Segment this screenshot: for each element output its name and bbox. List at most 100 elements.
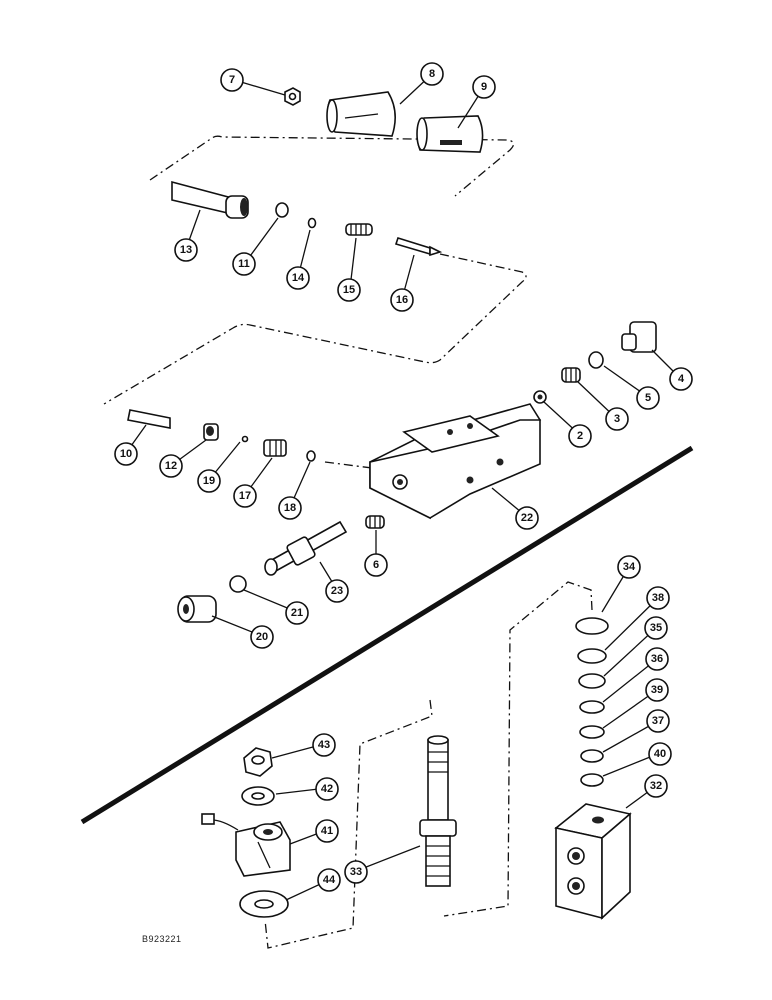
part-valve-body-22 <box>369 403 542 520</box>
callout-label: 36 <box>651 653 663 665</box>
callout-16: 16 <box>390 288 414 312</box>
part-oring-18 <box>306 450 316 462</box>
part-nut-7 <box>284 87 301 106</box>
callout-label: 40 <box>654 748 666 760</box>
callout-circle <box>636 386 660 410</box>
callout-circle <box>568 424 592 448</box>
callout-3: 3 <box>605 407 629 431</box>
callout-4: 4 <box>669 367 693 391</box>
callout-label: 17 <box>239 490 251 502</box>
callout-label: 6 <box>373 559 379 571</box>
part-spool-23 <box>264 520 348 576</box>
callout-label: 11 <box>238 258 250 270</box>
callout-label: 9 <box>481 81 487 93</box>
callout-circle <box>646 586 670 610</box>
callout-label: 14 <box>292 272 305 284</box>
callout-12: 12 <box>159 454 183 478</box>
callout-18: 18 <box>278 496 302 520</box>
part-cartridge-33 <box>419 735 457 887</box>
callout-label: 4 <box>678 373 685 385</box>
assembly-path-valve <box>264 699 433 949</box>
callout-8: 8 <box>420 62 444 86</box>
part-plug-20 <box>177 595 217 623</box>
callout-circle <box>286 266 310 290</box>
part-valve-17 <box>263 439 287 457</box>
callout-38: 38 <box>646 586 670 610</box>
part-sleeve-8 <box>326 91 396 137</box>
part-washer-44 <box>239 890 289 918</box>
part-spring-15 <box>345 223 373 236</box>
callout-circle <box>364 553 388 577</box>
callout-label: 18 <box>284 502 296 514</box>
callout-label: 23 <box>331 585 343 597</box>
callout-19: 19 <box>197 469 221 493</box>
callout-2: 2 <box>568 424 592 448</box>
callout-10: 10 <box>114 442 138 466</box>
callout-circle <box>420 62 444 86</box>
part-washer-14 <box>307 217 317 229</box>
callout-label: 43 <box>318 739 330 751</box>
callout-label: 44 <box>323 874 336 886</box>
callout-40: 40 <box>648 742 672 766</box>
callout-label: 33 <box>350 866 362 878</box>
callout-34: 34 <box>617 555 641 579</box>
part-seat-2 <box>533 390 547 404</box>
callout-14: 14 <box>286 266 310 290</box>
part-washer-42 <box>241 786 275 806</box>
callout-21: 21 <box>285 601 309 625</box>
part-sleeve-9 <box>416 115 484 153</box>
part-spring-3 <box>561 367 581 383</box>
callout-circle <box>515 506 539 530</box>
callout-circle <box>233 484 257 508</box>
callout-circle <box>220 68 244 92</box>
callout-label: 5 <box>645 392 651 404</box>
callout-label: 42 <box>321 783 333 795</box>
callout-circle <box>174 238 198 262</box>
assembly-path-seals <box>443 581 593 917</box>
part-oring-5 <box>588 351 604 369</box>
callout-11: 11 <box>232 252 256 276</box>
part-seal-36 <box>579 700 605 714</box>
callout-label: 37 <box>652 715 664 727</box>
callout-label: 19 <box>203 475 215 487</box>
callout-37: 37 <box>646 709 670 733</box>
callout-circle <box>250 625 274 649</box>
callout-label: 20 <box>256 631 268 643</box>
callout-circle <box>315 777 339 801</box>
callout-label: 34 <box>623 561 636 573</box>
callout-36: 36 <box>645 647 669 671</box>
part-seal-34 <box>575 617 609 635</box>
callout-13: 13 <box>174 238 198 262</box>
callout-44: 44 <box>317 868 341 892</box>
part-spring-6 <box>365 515 385 529</box>
callout-circle <box>315 819 339 843</box>
callout-circle <box>344 860 368 884</box>
callout-label: 12 <box>165 460 177 472</box>
callout-39: 39 <box>645 678 669 702</box>
part-seal-38 <box>577 648 607 664</box>
callout-15: 15 <box>337 278 361 302</box>
callout-circle <box>312 733 336 757</box>
callout-circle <box>617 555 641 579</box>
callout-circle <box>390 288 414 312</box>
assembly-path-middle <box>103 253 527 405</box>
callout-7: 7 <box>220 68 244 92</box>
part-coil-41 <box>201 813 291 877</box>
callout-label: 10 <box>120 448 132 460</box>
callout-circle <box>644 774 668 798</box>
callout-label: 38 <box>652 592 664 604</box>
assembly-path-upper <box>149 135 515 197</box>
callout-circle <box>648 742 672 766</box>
callout-5: 5 <box>636 386 660 410</box>
part-seal-39 <box>579 725 605 739</box>
callout-circle <box>159 454 183 478</box>
part-fitting-4 <box>621 321 657 353</box>
callout-35: 35 <box>644 616 668 640</box>
part-plug-10 <box>127 409 171 429</box>
callout-43: 43 <box>312 733 336 757</box>
part-oring-21 <box>229 575 247 593</box>
assembly-path-lower <box>324 461 373 469</box>
callout-circle <box>472 75 496 99</box>
callout-circle <box>317 868 341 892</box>
